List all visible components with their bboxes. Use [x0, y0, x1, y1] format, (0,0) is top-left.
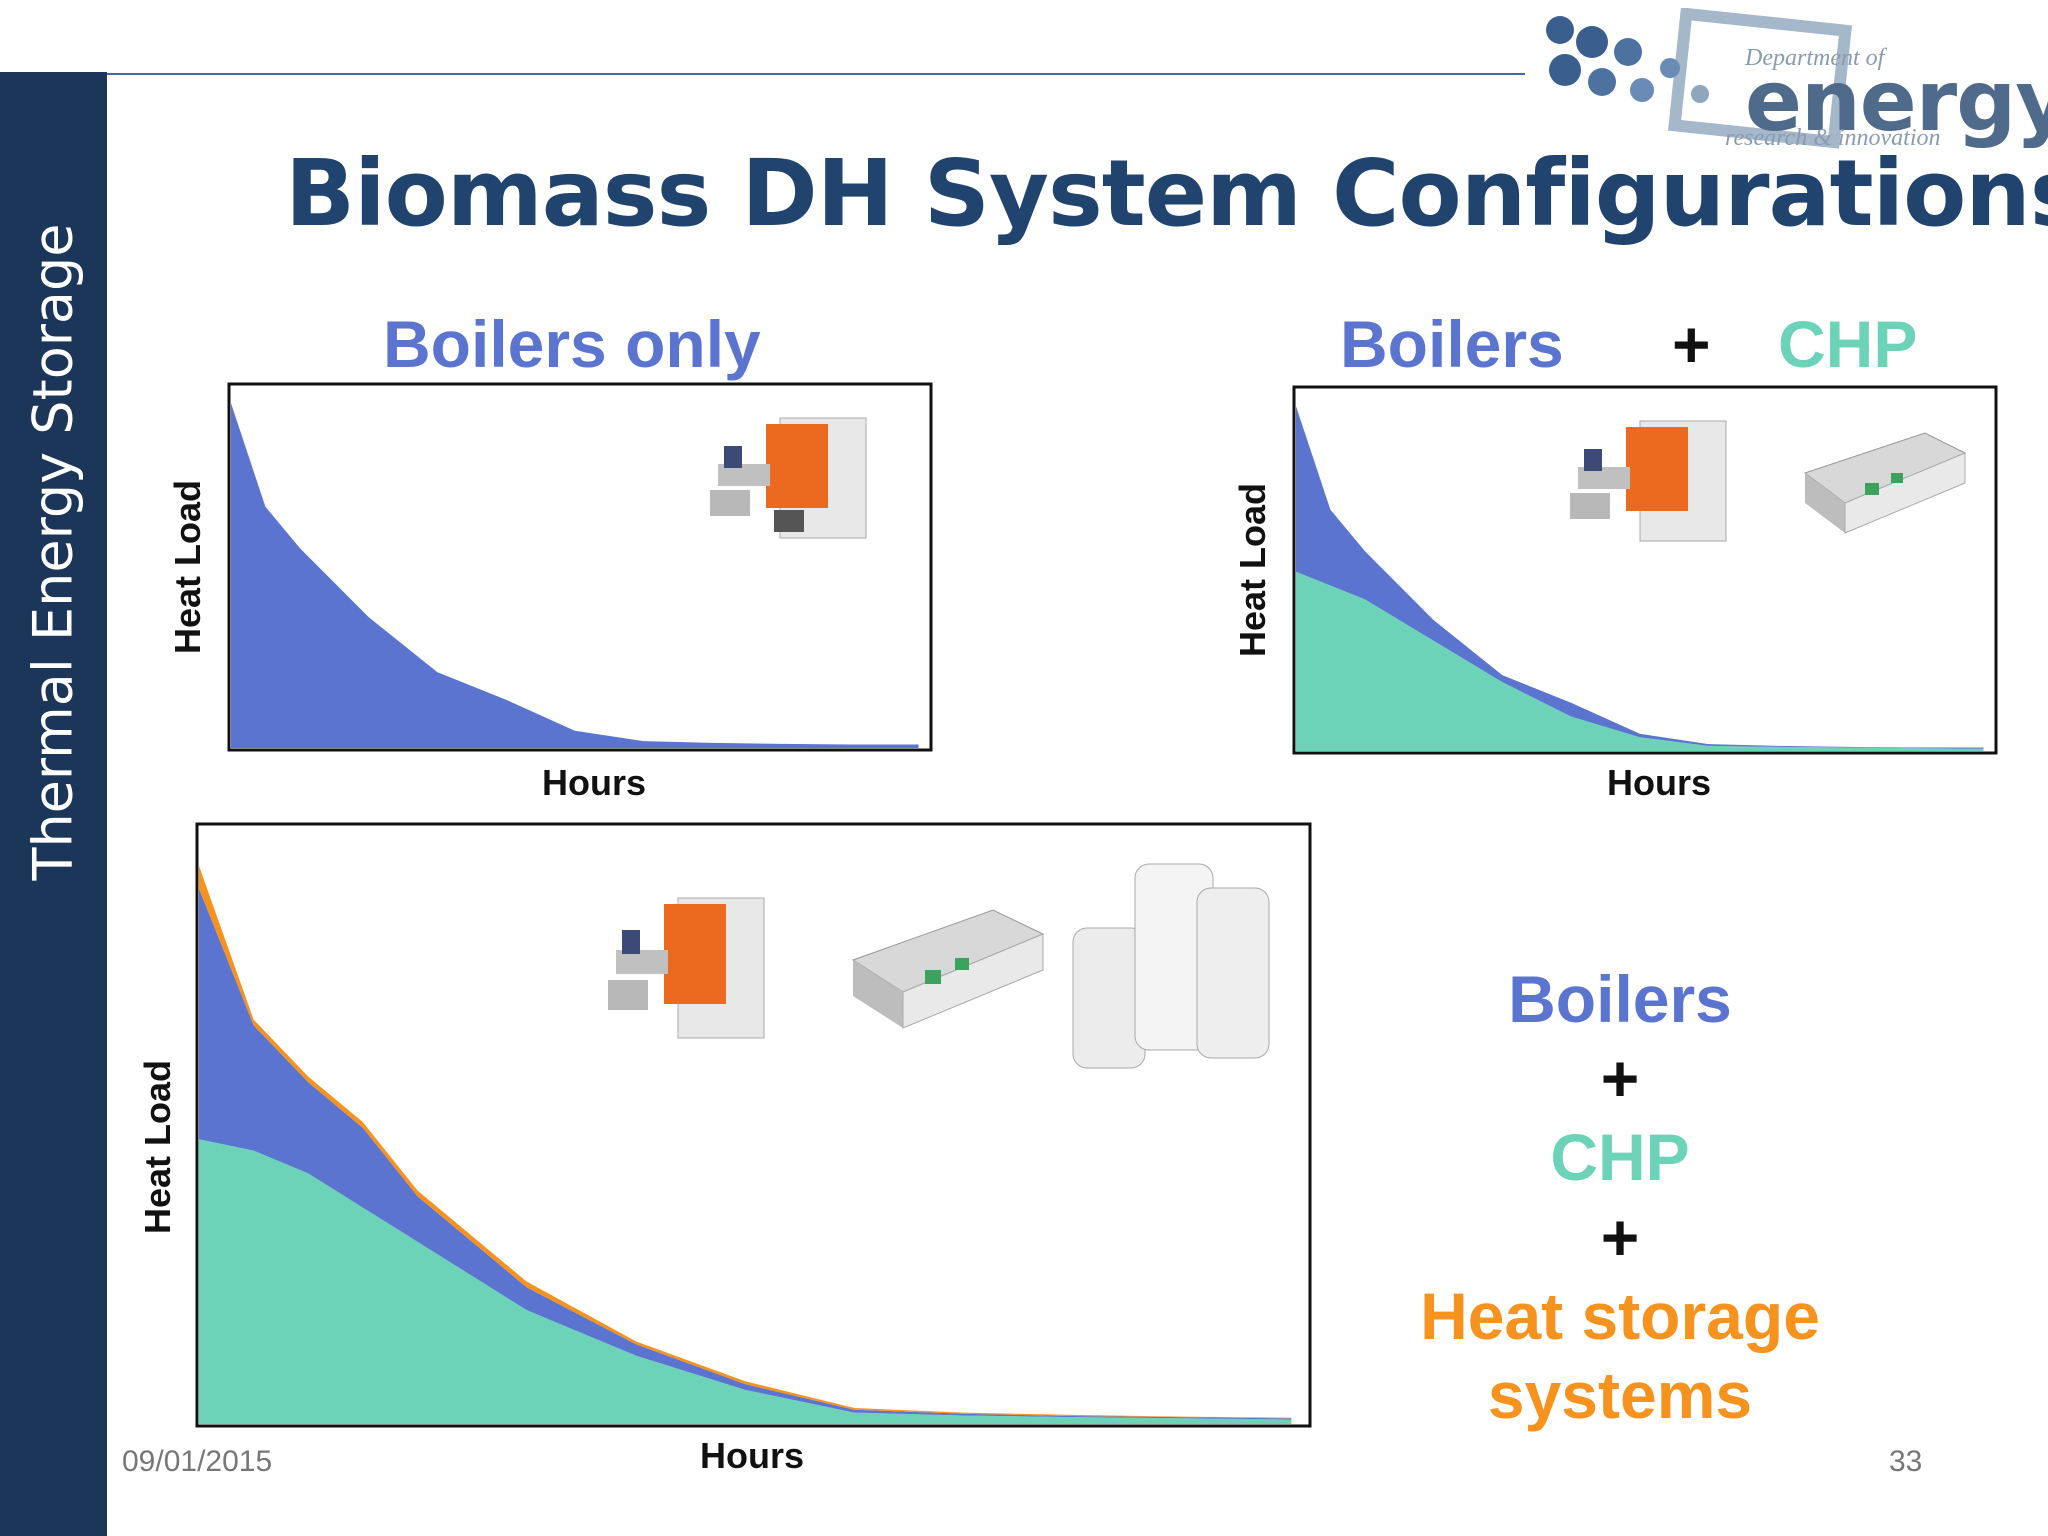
boiler-illustration	[608, 897, 765, 1039]
legend-chp: CHP	[1550, 1120, 1690, 1195]
page-title: Biomass DH System Configurations	[285, 140, 2048, 247]
logo-energy-text: energy	[1745, 52, 2048, 150]
chart2-heading-plus: +	[1672, 307, 1711, 381]
legend-boilers: Boilers	[1508, 962, 1732, 1036]
chart-boilers-chp-storage: Heat Load Hours	[137, 822, 1312, 1476]
legend-plus-2: +	[1600, 1199, 1640, 1274]
area-chp	[1296, 571, 1984, 751]
x-axis-label: Hours	[542, 762, 646, 803]
series-layer	[199, 865, 1292, 1424]
boiler-illustration	[710, 417, 867, 539]
chp-unit-illustration	[851, 909, 1045, 1029]
legend-plus-1: +	[1600, 1041, 1640, 1116]
chart-boilers-chp: Heat Load Hours	[1232, 385, 1998, 803]
legend-systems: systems	[1487, 1357, 1753, 1432]
chart-boilers-only: Heat Load Hours	[167, 382, 933, 803]
area-boilers	[231, 403, 919, 748]
sidebar: Thermal Energy Storage	[0, 72, 107, 1536]
series-layer	[1296, 406, 1984, 751]
slide-date: 09/01/2015	[122, 1445, 273, 1478]
chart1-heading: Boilers only	[383, 307, 761, 381]
department-of-energy-logo	[1546, 8, 1853, 149]
legend-heat-storage: Heat storage	[1420, 1278, 1820, 1353]
y-axis-label: Heat Load	[137, 1060, 178, 1234]
x-axis-label: Hours	[1607, 762, 1711, 803]
header-rule	[107, 73, 1525, 75]
storage-tanks-illustration	[1072, 863, 1270, 1069]
logo-sub-text: research & innovation	[1725, 125, 1941, 151]
slide-page-number: 33	[1889, 1445, 1923, 1478]
chp-unit-illustration	[1803, 432, 1967, 534]
chart2-heading-chp: CHP	[1778, 307, 1918, 381]
area-chp	[199, 1139, 1292, 1424]
y-axis-label: Heat Load	[167, 480, 208, 654]
chart2-heading-boilers: Boilers	[1340, 307, 1564, 381]
y-axis-label: Heat Load	[1232, 483, 1273, 657]
sidebar-title: Thermal Energy Storage	[21, 223, 85, 881]
logo-dept-text: Department of	[1745, 45, 1885, 71]
sidebar-title-wrap: Thermal Energy Storage	[0, 72, 107, 1536]
x-axis-label: Hours	[700, 1435, 804, 1476]
boiler-illustration	[1570, 420, 1727, 542]
config-legend: Boilers + CHP + Heat storage systems	[1340, 960, 1900, 1435]
series-layer	[231, 403, 919, 748]
